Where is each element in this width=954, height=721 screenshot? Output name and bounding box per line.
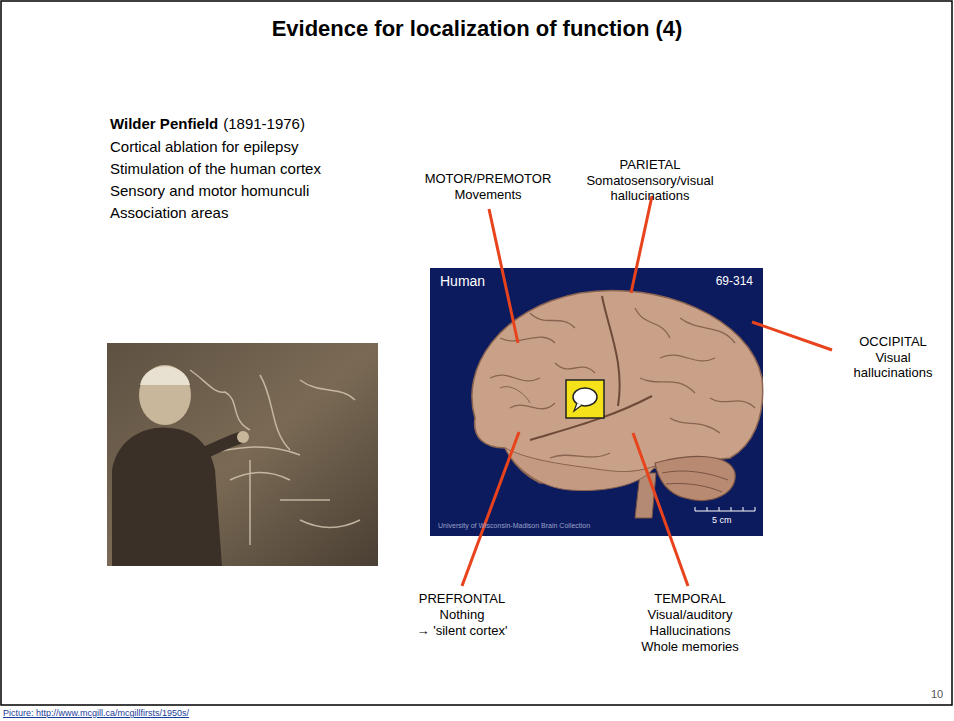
leader-line [462,432,519,586]
penfield-photo [107,343,378,566]
person-name: Wilder Penfield [110,115,218,132]
slide-title: Evidence for localization of function (4… [0,16,954,41]
lifespan: (1891-1976) [223,115,305,132]
bullet-text: Association areas [110,204,228,221]
region-name: TEMPORAL [620,592,760,607]
region-name: OCCIPITAL [838,335,948,350]
region-effect: Nothing [392,608,532,623]
scale-label: 5 cm [712,516,732,526]
collection-credit: University of Wisconsin-Madison Brain Co… [438,522,590,530]
leader-line [752,322,832,350]
bullet-text: Sensory and motor homunculi [110,182,309,199]
panel-code: 69-314 [716,275,753,288]
region-effect: Somatosensory/visual hallucinations [575,174,725,204]
region-effect: Whole memories [620,640,760,655]
region-effect: Visual hallucinations [841,351,945,381]
leader-line [633,433,688,586]
brain-illustration [430,268,763,536]
region-effect: → 'silent cortex' [392,624,532,639]
slide-border [1,1,952,705]
leader-line [489,209,518,343]
region-name: PARIETAL [570,158,730,173]
bullet-text: Stimulation of the human cortex [110,160,321,177]
leader-line [631,196,652,293]
photo-panel: Human 69-314University of Wisconsin-Madis… [430,268,763,536]
bullet-text: Cortical ablation for epilepsy [110,138,298,155]
region-effect: Hallucinations [620,624,760,639]
region-name: PREFRONTAL [392,592,532,607]
region-effect: Movements [408,188,568,203]
picture-credit: Picture: http://www.mcgill.ca/mcgillfirs… [3,708,189,718]
region-name: MOTOR/PREMOTOR [408,172,568,187]
speech-icon [566,380,604,418]
page-number: 10 [931,688,943,701]
region-effect: Visual/auditory [620,608,760,623]
panel-heading: Human [440,274,485,289]
